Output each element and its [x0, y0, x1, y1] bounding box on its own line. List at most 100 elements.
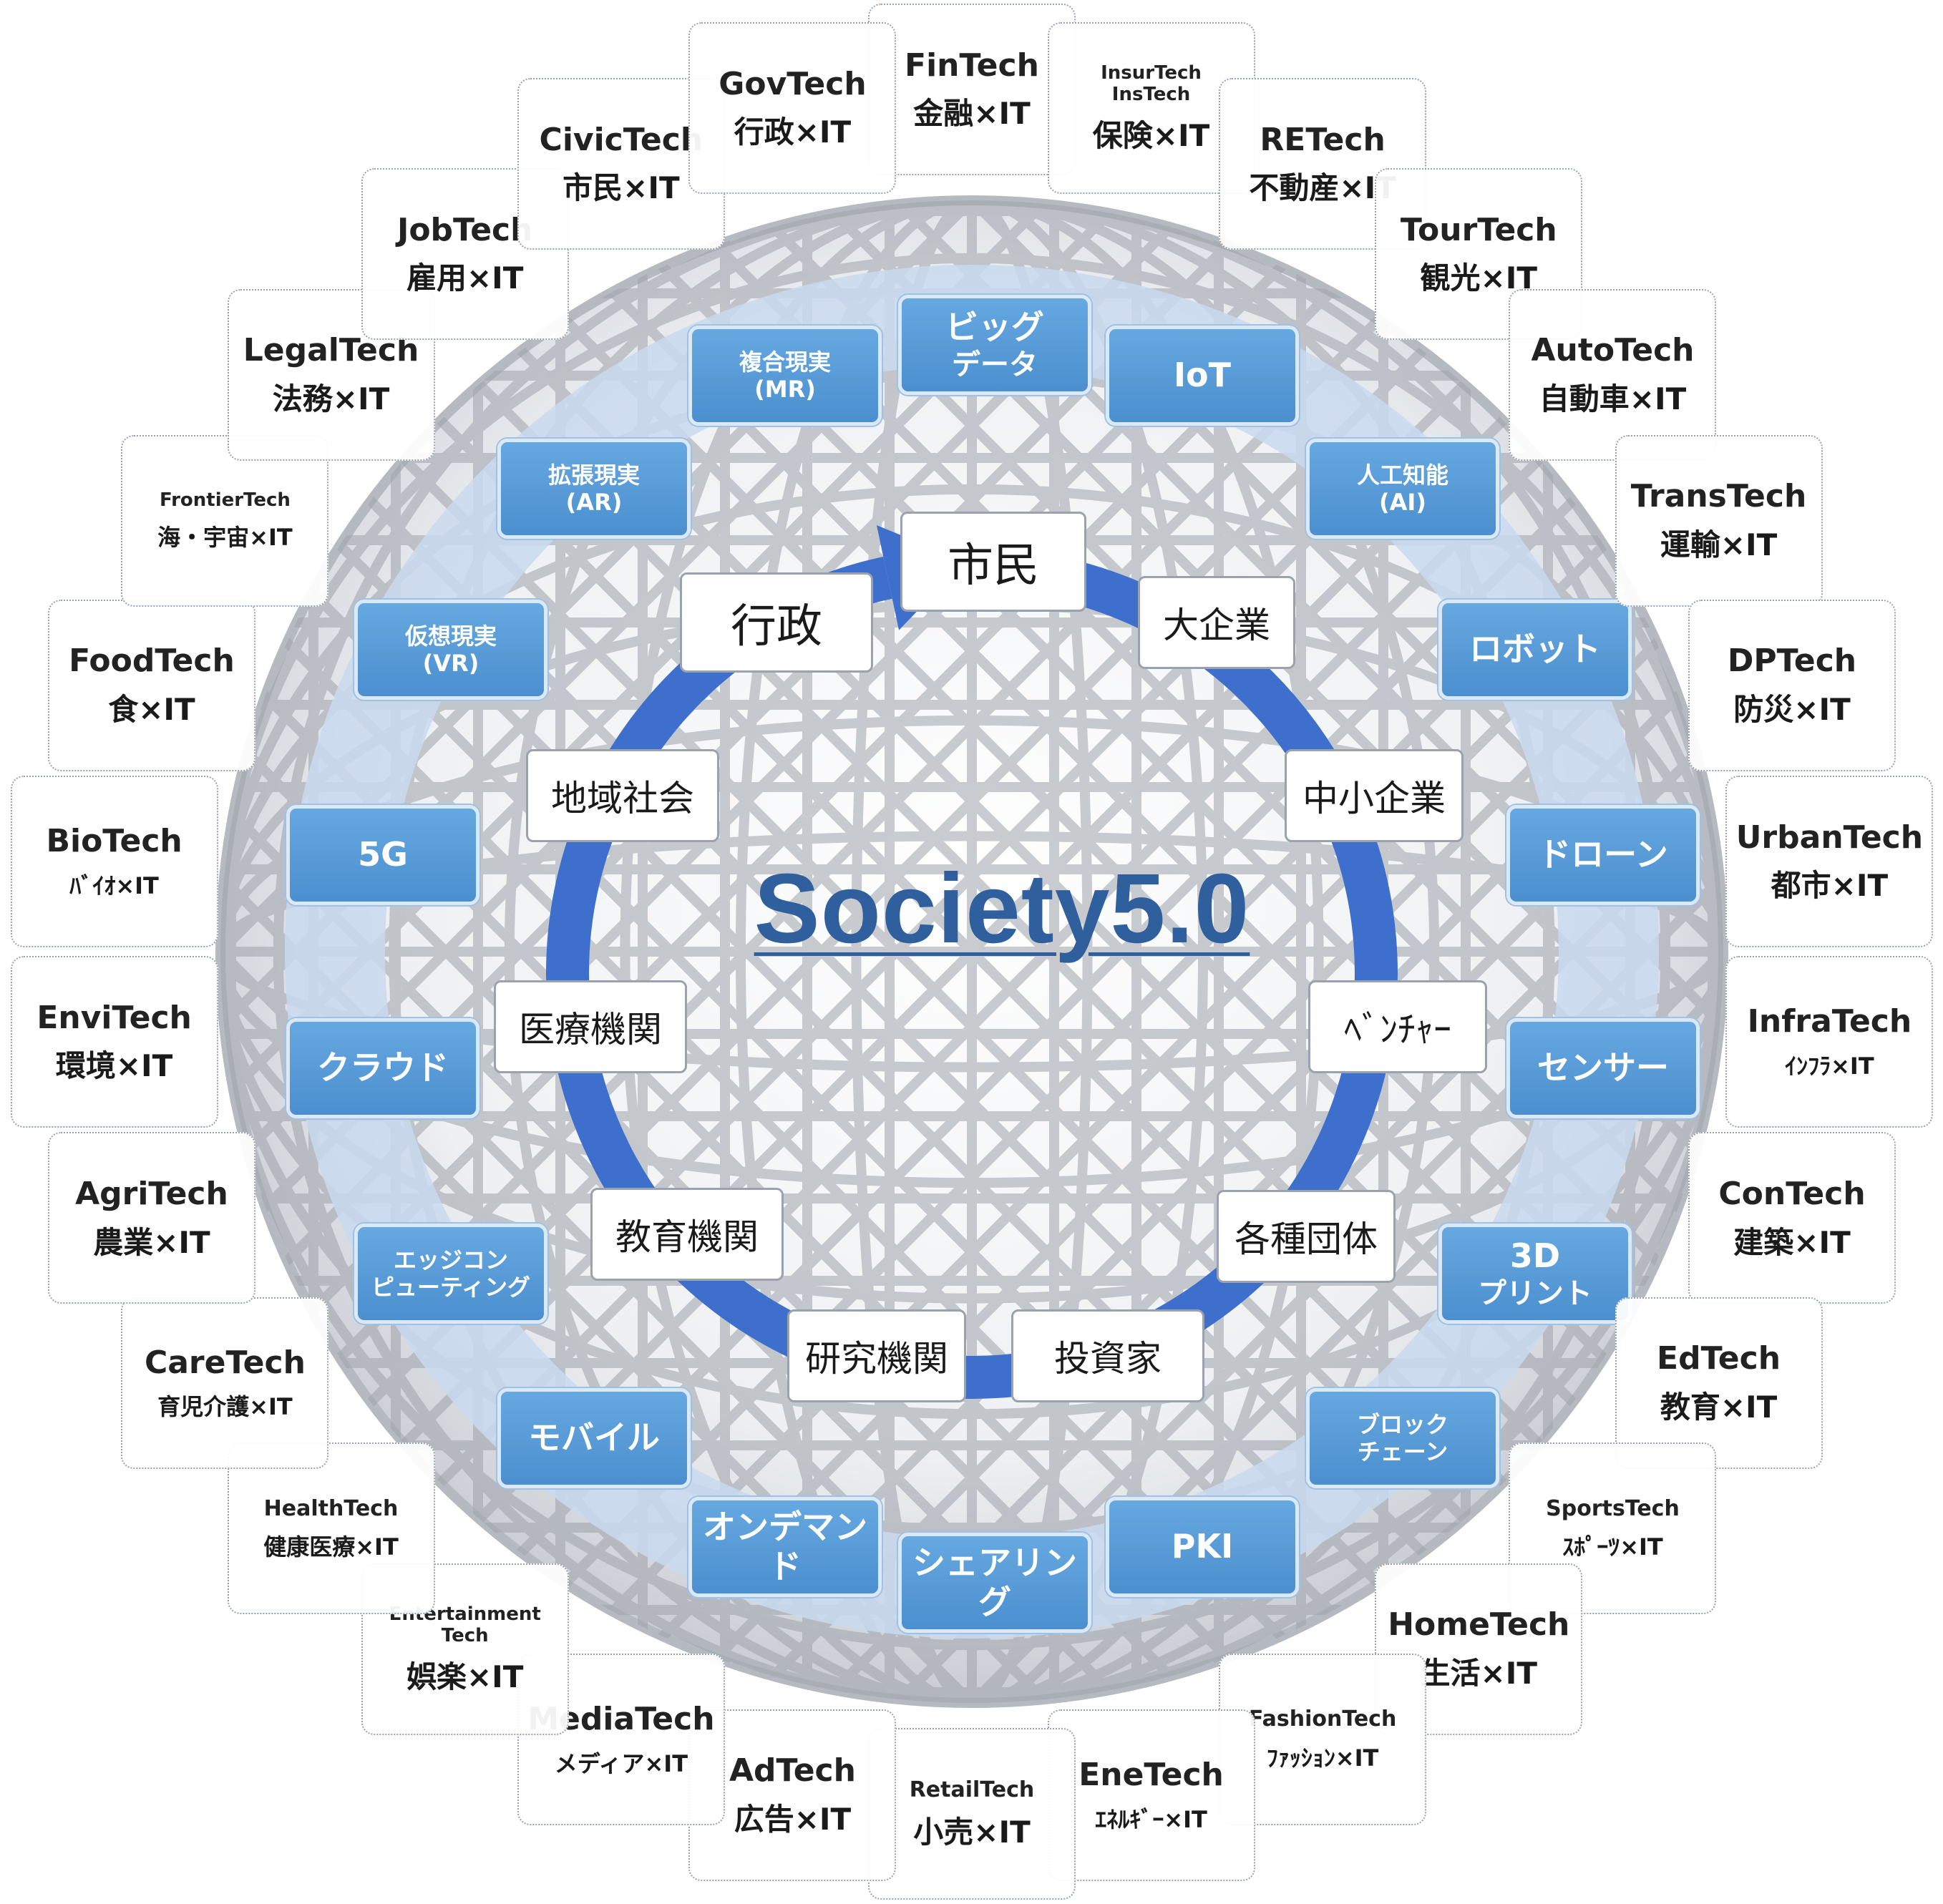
- tech-field-box: UrbanTech 都市×IT: [1725, 776, 1934, 948]
- tech-field-label: 育児介護×IT: [157, 1393, 293, 1421]
- tech-field-label: ｽﾎﾟｰﾂ×IT: [1562, 1533, 1663, 1561]
- technology-box: クラウド: [286, 1018, 479, 1118]
- technology-box: ドローン: [1506, 805, 1700, 905]
- tech-field-name: GovTech: [719, 65, 867, 102]
- tech-field-label: 雇用×IT: [406, 260, 524, 296]
- tech-field-name: InsurTech InsTech: [1101, 62, 1202, 106]
- tech-field-label: ﾌｧｯｼｮﾝ×IT: [1266, 1744, 1379, 1772]
- technology-label: オンデマンド: [703, 1507, 867, 1586]
- technology-label: IoT: [1173, 356, 1232, 395]
- tech-field-label: 都市×IT: [1771, 868, 1889, 904]
- tech-field-name: JobTech: [396, 211, 533, 248]
- tech-field-name: DPTech: [1727, 643, 1857, 680]
- technology-label: 拡張現実: [547, 461, 640, 489]
- tech-field-label: 生活×IT: [1420, 1656, 1538, 1691]
- tech-field-label: 防災×IT: [1733, 691, 1851, 727]
- tech-field-label: 農業×IT: [93, 1224, 210, 1260]
- tech-field-name: AdTech: [729, 1752, 856, 1790]
- technology-label: 複合現実: [739, 348, 831, 376]
- technology-label: シェアリング: [912, 1543, 1077, 1621]
- tech-field-name: ConTech: [1718, 1175, 1866, 1212]
- tech-field-box: CareTech 育児介護×IT: [121, 1297, 329, 1469]
- tech-field-box: FoodTech 食×IT: [47, 599, 255, 771]
- tech-field-name: RETech: [1260, 121, 1386, 158]
- tech-field-label: 行政×IT: [734, 114, 852, 150]
- technology-box: 複合現実(MR): [688, 326, 882, 426]
- tech-field-label: 不動産×IT: [1249, 170, 1396, 206]
- tech-field-label: 健康医療×IT: [263, 1533, 399, 1561]
- tech-field-name: BioTech: [46, 823, 182, 860]
- actor-label: ﾍﾞﾝﾁｬｰ: [1344, 1009, 1451, 1050]
- technology-box: シェアリング: [898, 1533, 1091, 1633]
- actor-label: 地域社会: [551, 778, 694, 819]
- actor-box: 教育機関: [590, 1188, 784, 1281]
- technology-label: (MR): [754, 376, 816, 403]
- tech-field-label: 食×IT: [108, 691, 195, 727]
- technology-box: モバイル: [497, 1388, 691, 1488]
- tech-field-box: HealthTech 健康医療×IT: [227, 1442, 435, 1615]
- actor-label: 医療機関: [519, 1009, 662, 1050]
- actor-box: 医療機関: [494, 980, 687, 1073]
- technology-box: ロボット: [1438, 600, 1632, 700]
- actor-box: 投資家: [1011, 1309, 1204, 1402]
- technology-label: チェーン: [1357, 1438, 1448, 1465]
- tech-field-label: 広告×IT: [734, 1801, 852, 1837]
- technology-label: センサー: [1537, 1048, 1669, 1088]
- tech-field-name: EnviTech: [36, 999, 192, 1036]
- tech-field-name: SportsTech: [1546, 1495, 1680, 1521]
- tech-field-label: 小売×IT: [913, 1815, 1031, 1850]
- actor-box: ﾍﾞﾝﾁｬｰ: [1308, 980, 1487, 1073]
- technology-label: ロボット: [1469, 630, 1601, 669]
- technology-label: ブロック: [1356, 1410, 1448, 1438]
- tech-field-name: HealthTech: [263, 1495, 399, 1521]
- tech-field-label: 金融×IT: [913, 96, 1031, 132]
- technology-label: エッジコン: [393, 1246, 508, 1274]
- tech-field-label: 環境×IT: [55, 1048, 173, 1084]
- tech-field-name: FinTech: [905, 47, 1039, 84]
- tech-field-box: GovTech 行政×IT: [688, 22, 897, 195]
- actor-box: 各種団体: [1217, 1190, 1396, 1283]
- technology-label: PKI: [1171, 1527, 1234, 1566]
- actor-label: 投資家: [1054, 1338, 1162, 1380]
- tech-field-label: ﾊﾞｲｵ×IT: [69, 872, 159, 899]
- tech-field-label: 運輸×IT: [1660, 527, 1778, 562]
- technology-label: 人工知能: [1356, 461, 1448, 489]
- actor-box: 市民: [900, 512, 1086, 612]
- technology-box: ブロックチェーン: [1306, 1388, 1499, 1488]
- tech-field-name: FoodTech: [69, 643, 235, 680]
- technology-label: ビッグ: [945, 308, 1044, 347]
- tech-field-box: DPTech 防災×IT: [1688, 599, 1896, 771]
- tech-field-name: RetailTech: [909, 1777, 1035, 1802]
- actor-box: 地域社会: [526, 749, 719, 842]
- actor-box: 中小企業: [1285, 749, 1464, 842]
- actor-label: 市民: [948, 540, 1039, 592]
- technology-label: クラウド: [317, 1048, 449, 1088]
- technology-box: 5G: [286, 805, 479, 905]
- tech-field-name: CareTech: [144, 1344, 306, 1381]
- tech-field-label: 海・宇宙×IT: [157, 524, 293, 552]
- technology-label: プリント: [1478, 1276, 1592, 1310]
- technology-label: 仮想現実: [404, 622, 497, 650]
- tech-field-label: ｴﾈﾙｷﾞｰ×IT: [1095, 1805, 1207, 1833]
- technology-box: 拡張現実(AR): [497, 439, 691, 539]
- tech-field-box: FinTech 金融×IT: [868, 4, 1076, 175]
- tech-field-name: HomeTech: [1388, 1606, 1570, 1644]
- tech-field-name: UrbanTech: [1735, 819, 1924, 856]
- tech-field-name: FashionTech: [1248, 1707, 1397, 1732]
- tech-field-label: 法務×IT: [272, 381, 390, 416]
- actor-box: 大企業: [1138, 576, 1295, 669]
- tech-field-name: FrontierTech: [159, 489, 291, 512]
- tech-field-box: EnviTech 環境×IT: [10, 955, 218, 1128]
- actor-label: 各種団体: [1235, 1219, 1378, 1260]
- tech-field-label: ｲﾝﾌﾗ×IT: [1785, 1052, 1874, 1080]
- actor-label: 大企業: [1163, 605, 1270, 646]
